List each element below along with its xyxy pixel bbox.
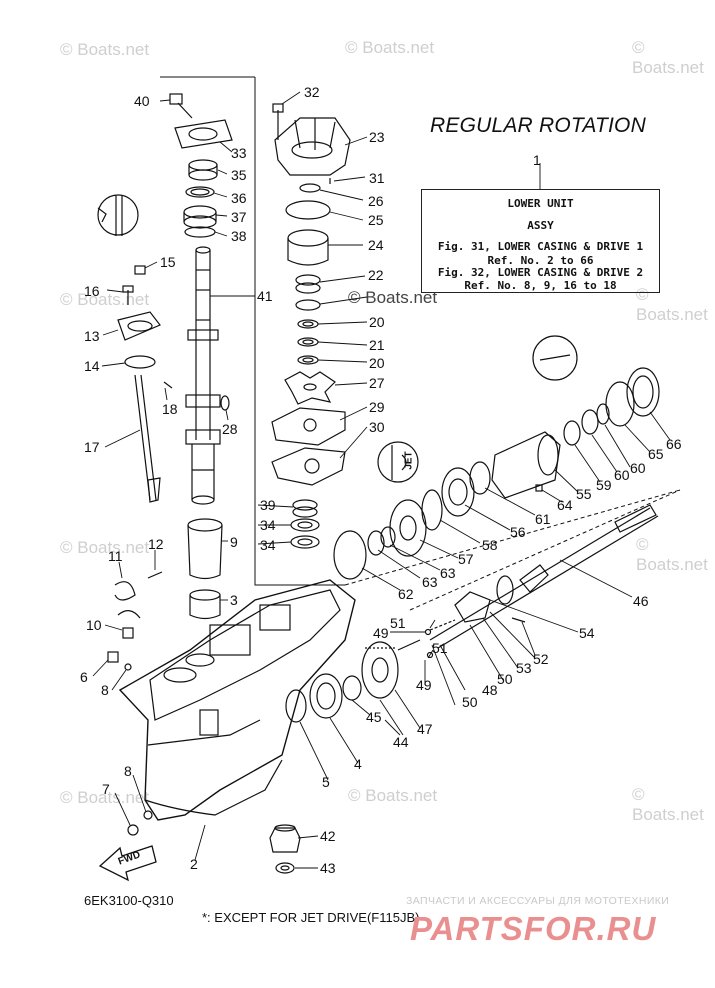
callout: 57 <box>458 551 474 567</box>
callout: 20 <box>369 314 385 330</box>
callout: 47 <box>417 721 433 737</box>
callout: 15 <box>160 254 176 270</box>
callout: 55 <box>576 486 592 502</box>
callout: 8 <box>124 763 132 779</box>
brand-logo: PARTSFOR.RU <box>410 910 657 947</box>
callout: 14 <box>84 358 100 374</box>
callout: 50 <box>462 694 478 710</box>
callout: 49 <box>373 625 389 641</box>
callout: 28 <box>222 421 238 437</box>
callout: 24 <box>368 237 384 253</box>
callout: 31 <box>369 170 385 186</box>
brand-tagline: ЗАПЧАСТИ И АКСЕССУАРЫ ДЛЯ МОТОТЕХНИКИ <box>406 895 670 907</box>
callout: 51 <box>390 615 406 631</box>
callout: 34 <box>260 517 276 533</box>
callout: 11 <box>108 548 123 564</box>
callout: 16 <box>84 283 100 299</box>
watermark: © Boats.net <box>636 285 708 324</box>
callout: 61 <box>535 511 551 527</box>
footnote: *: EXCEPT FOR JET DRIVE(F115JB) <box>202 910 420 925</box>
legend-line: Fig. 31, LOWER CASING & DRIVE 1 <box>437 240 644 253</box>
callout: 60 <box>614 467 630 483</box>
legend-line: Ref. No. 2 to 66 <box>487 254 594 267</box>
callout: 23 <box>369 129 385 145</box>
callout: 53 <box>516 660 532 676</box>
watermark: © Boats.net <box>636 535 708 574</box>
callout: 21 <box>369 337 385 353</box>
callout: 35 <box>231 167 247 183</box>
callout: 40 <box>134 93 150 109</box>
callout: 7 <box>102 781 110 797</box>
callout: 25 <box>368 212 384 228</box>
callout: 42 <box>320 828 336 844</box>
callout: 30 <box>369 419 385 435</box>
callout: 20 <box>369 355 385 371</box>
callout: 60 <box>630 460 646 476</box>
callout: 2 <box>190 856 198 872</box>
diagram-title: REGULAR ROTATION <box>430 114 646 137</box>
callout: 66 <box>666 436 682 452</box>
watermark: © Boats.net <box>60 538 150 557</box>
callout: 36 <box>231 190 247 206</box>
callout: 13 <box>84 328 100 344</box>
callout: 10 <box>86 617 102 633</box>
callout: 62 <box>398 586 414 602</box>
callout-1: 1 <box>533 152 541 168</box>
callout: 46 <box>633 593 649 609</box>
watermark: © Boats.net <box>632 785 704 824</box>
callout: 5 <box>322 774 330 790</box>
callout: 26 <box>368 193 384 209</box>
callout: 45 <box>366 709 382 725</box>
callout: 12 <box>148 536 164 552</box>
callout: 49 <box>416 677 432 693</box>
callout: 38 <box>231 228 247 244</box>
callout: 9 <box>230 534 238 550</box>
callout: 39 <box>260 497 276 513</box>
callout: 59 <box>596 477 612 493</box>
callout: 8 <box>101 682 109 698</box>
callout: 32 <box>304 84 320 100</box>
callout: 63 <box>422 574 438 590</box>
callout: 64 <box>557 497 573 513</box>
callout: 58 <box>482 537 498 553</box>
watermark: © Boats.net <box>60 290 150 309</box>
callout: 56 <box>510 524 526 540</box>
watermark: © Boats.net <box>632 38 704 77</box>
callout: 63 <box>440 565 456 581</box>
legend-line: LOWER UNIT <box>507 197 574 210</box>
callout: 33 <box>231 145 247 161</box>
callout: 51 <box>432 640 448 656</box>
callout: 43 <box>320 860 336 876</box>
watermark: © Boats.net <box>345 38 435 57</box>
jet-label: JET <box>403 451 415 470</box>
legend-line: Fig. 32, LOWER CASING & DRIVE 2 <box>437 266 644 279</box>
callout: 18 <box>162 401 178 417</box>
callout: 44 <box>393 734 409 750</box>
callout: 50 <box>497 671 513 687</box>
callout: 34 <box>260 537 276 553</box>
callout: 27 <box>369 375 385 391</box>
watermark: © Boats.net <box>60 40 150 59</box>
drawing-code: 6EK3100-Q310 <box>84 893 174 908</box>
watermark: © Boats.net <box>348 786 438 805</box>
callout: 22 <box>368 267 384 283</box>
callout: 29 <box>369 399 385 415</box>
callout: 3 <box>230 592 238 608</box>
watermark: © Boats.net <box>60 788 150 807</box>
callout: 4 <box>354 756 362 772</box>
callout: 65 <box>648 446 664 462</box>
legend-line: Ref. No. 8, 9, 16 to 18 <box>464 279 617 292</box>
callout: 48 <box>482 682 498 698</box>
legend-line: ASSY <box>527 219 554 232</box>
callout: 41 <box>257 288 273 304</box>
legend-box: LOWER UNIT ASSY Fig. 31, LOWER CASING & … <box>421 189 660 293</box>
callout: 6 <box>80 669 88 685</box>
callout: 37 <box>231 209 247 225</box>
watermark: © Boats.net <box>348 288 438 307</box>
callout: 17 <box>84 439 100 455</box>
callout: 54 <box>579 625 595 641</box>
callout: 52 <box>533 651 549 667</box>
